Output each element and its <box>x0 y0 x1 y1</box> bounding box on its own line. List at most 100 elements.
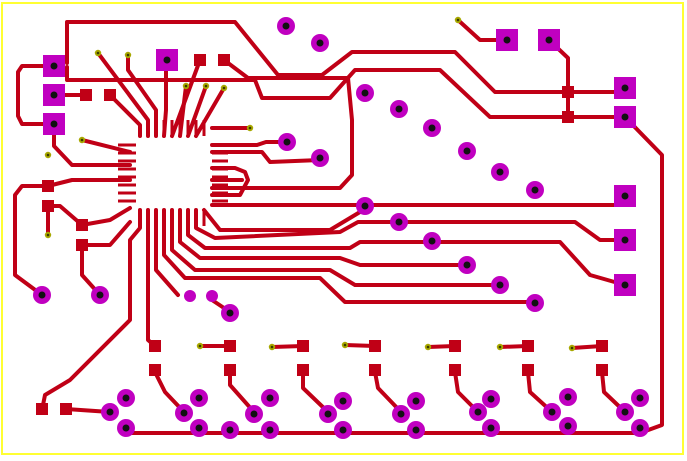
copper-trace <box>210 76 354 190</box>
drill-hole <box>316 39 324 47</box>
drill-hole <box>463 261 471 269</box>
copper-trace <box>398 220 627 242</box>
copper-trace <box>526 370 554 414</box>
drill-hole <box>621 236 629 244</box>
vias <box>44 16 576 352</box>
smd-pad <box>36 403 48 415</box>
copper-trace <box>210 150 322 164</box>
via-hole <box>80 138 84 142</box>
smd-pad <box>104 89 116 101</box>
drill-hole <box>339 397 347 405</box>
smd-pad <box>297 364 309 376</box>
drill-hole <box>564 422 572 430</box>
via-hole <box>126 53 130 57</box>
smd-pad <box>42 180 54 192</box>
via-hole <box>456 18 460 22</box>
drill-hole <box>428 237 436 245</box>
drill-hole <box>487 395 495 403</box>
drill-hole <box>50 91 58 99</box>
copper-trace <box>186 208 434 250</box>
drill-hole <box>545 36 553 44</box>
smd-pad <box>60 403 72 415</box>
smd-pad <box>369 340 381 352</box>
copper-trace <box>600 370 627 414</box>
drill-hole <box>324 410 332 418</box>
copper-trace <box>65 20 627 94</box>
drill-hole <box>636 394 644 402</box>
smd-pad <box>194 54 206 66</box>
smd-pad <box>80 89 92 101</box>
drill-hole <box>412 397 420 405</box>
copper-trace <box>46 178 132 188</box>
via-hole <box>204 84 208 88</box>
drill-hole <box>226 426 234 434</box>
drill-hole <box>564 393 572 401</box>
drill-hole <box>548 408 556 416</box>
copper-trace <box>178 208 469 267</box>
drill-hole <box>122 394 130 402</box>
drill-hole <box>361 89 369 97</box>
drill-hole <box>395 105 403 113</box>
smd-pad <box>149 364 161 376</box>
smd-pad <box>522 340 534 352</box>
board-outline <box>1 2 684 455</box>
smd-pad <box>596 364 608 376</box>
smd-pad <box>596 340 608 352</box>
copper-trace <box>453 370 480 414</box>
via-hole <box>498 345 502 349</box>
via-hole <box>426 345 430 349</box>
drill-hole <box>122 424 130 432</box>
drill-hole <box>226 309 234 317</box>
smd-pad <box>149 340 161 352</box>
drill-hole <box>636 424 644 432</box>
drill-hole <box>496 168 504 176</box>
copper-trace <box>194 86 226 138</box>
drill-hole <box>621 192 629 200</box>
copper-trace <box>301 370 330 414</box>
drill-hole <box>106 408 114 416</box>
drill-hole <box>397 410 405 418</box>
smd-pad <box>562 111 574 123</box>
copper-trace <box>430 240 627 287</box>
smd-pad <box>224 340 236 352</box>
copper-trace <box>80 206 132 227</box>
via-hole <box>222 86 226 90</box>
drill-hole <box>163 56 171 64</box>
drill-hole <box>395 218 403 226</box>
smd-pad <box>76 239 88 251</box>
drill-hole <box>428 124 436 132</box>
copper-trace <box>210 166 250 197</box>
smd-pad <box>449 340 461 352</box>
copper-trace <box>80 220 132 247</box>
via-hole <box>198 344 202 348</box>
drill-hole <box>339 426 347 434</box>
drill-hole <box>266 394 274 402</box>
smd-pad <box>76 219 88 231</box>
drill-hole <box>316 154 324 162</box>
smd-pad <box>224 364 236 376</box>
copper-trace <box>162 208 537 304</box>
drill-hole <box>531 299 539 307</box>
drill-hole <box>195 394 203 402</box>
drill-hole <box>50 120 58 128</box>
through-hole-pads <box>33 17 649 439</box>
copper-trace <box>108 93 142 138</box>
copper-trace <box>65 65 627 119</box>
smd-pad <box>218 54 230 66</box>
smd-pad <box>369 364 381 376</box>
copper-trace <box>16 64 56 126</box>
small-round-pad <box>206 290 218 302</box>
drill-hole <box>621 84 629 92</box>
copper-trace <box>170 208 502 287</box>
drill-hole <box>487 424 495 432</box>
copper-trace <box>210 140 289 147</box>
copper-trace <box>40 208 142 412</box>
via-hole <box>46 233 50 237</box>
drill-hole <box>250 410 258 418</box>
drill-hole <box>531 186 539 194</box>
via-hole <box>570 346 574 350</box>
smd-pad <box>522 364 534 376</box>
copper-trace <box>153 370 186 414</box>
